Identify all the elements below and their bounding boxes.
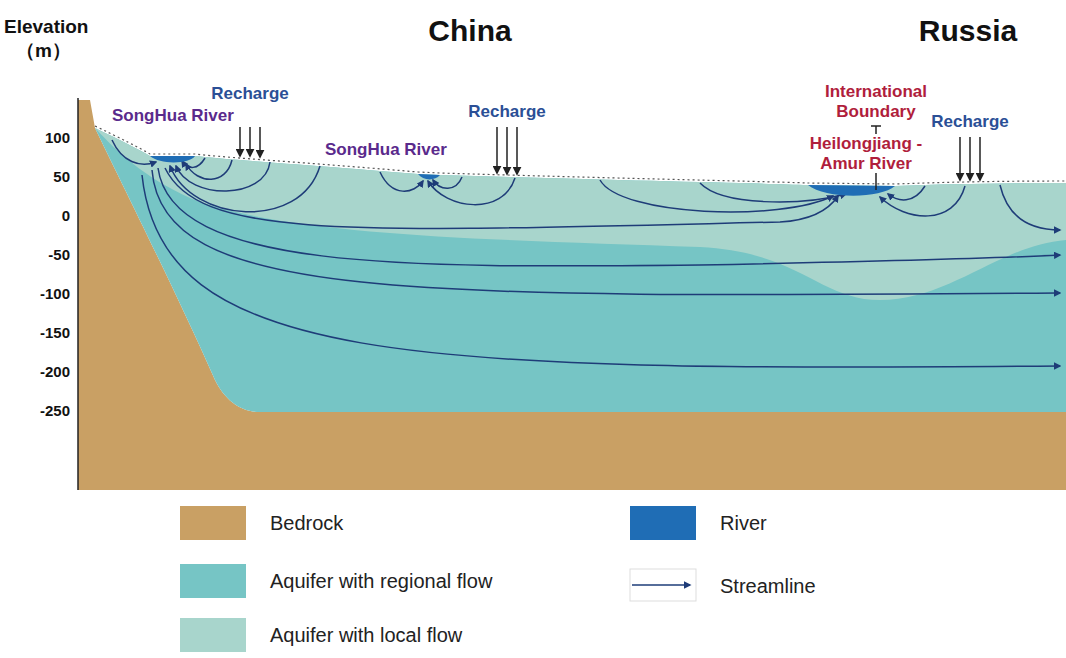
- elevation-axis: [77, 98, 79, 490]
- tick-label: -250: [40, 402, 70, 419]
- country-name: Russia: [919, 14, 1017, 49]
- legend-swatch: [180, 506, 246, 540]
- tick-label: 100: [45, 129, 70, 146]
- ground-surface: [95, 126, 1066, 184]
- river-label: SongHua River: [325, 140, 447, 160]
- recharge-label: Recharge: [931, 112, 1008, 132]
- local-aquifer: [95, 128, 1066, 300]
- recharge-label: Recharge: [211, 84, 288, 104]
- legend-swatch: [180, 618, 246, 652]
- river-label: Heilongjiang -Amur River: [802, 134, 931, 173]
- legend-swatch: [180, 564, 246, 598]
- streamlines: [112, 140, 1060, 367]
- legend-text: Bedrock: [270, 512, 343, 535]
- rivers: [150, 156, 895, 196]
- legend-swatch: [630, 506, 696, 540]
- recharge-label: Recharge: [468, 102, 545, 122]
- legend-text: Aquifer with local flow: [270, 624, 462, 647]
- tick-label: -150: [40, 324, 70, 341]
- tick-label: 50: [53, 168, 70, 185]
- boundary-label: International Boundary: [809, 82, 944, 121]
- bedrock: [78, 100, 1066, 490]
- legend-text: Aquifer with regional flow: [270, 570, 492, 593]
- country-name: China: [428, 14, 511, 49]
- tick-label: 0: [62, 207, 70, 224]
- legend-text: River: [720, 512, 767, 535]
- regional-aquifer: [95, 128, 1066, 412]
- tick-label: -200: [40, 363, 70, 380]
- axis-unit: （m）: [16, 40, 71, 62]
- river-label: SongHua River: [112, 106, 234, 126]
- tick-label: -50: [48, 246, 70, 263]
- legend-text: Streamline: [720, 575, 816, 598]
- tick-label: -100: [40, 285, 70, 302]
- axis-title: Elevation: [4, 16, 88, 38]
- legend-line-sample: [630, 569, 696, 601]
- recharge-arrows: [240, 127, 980, 180]
